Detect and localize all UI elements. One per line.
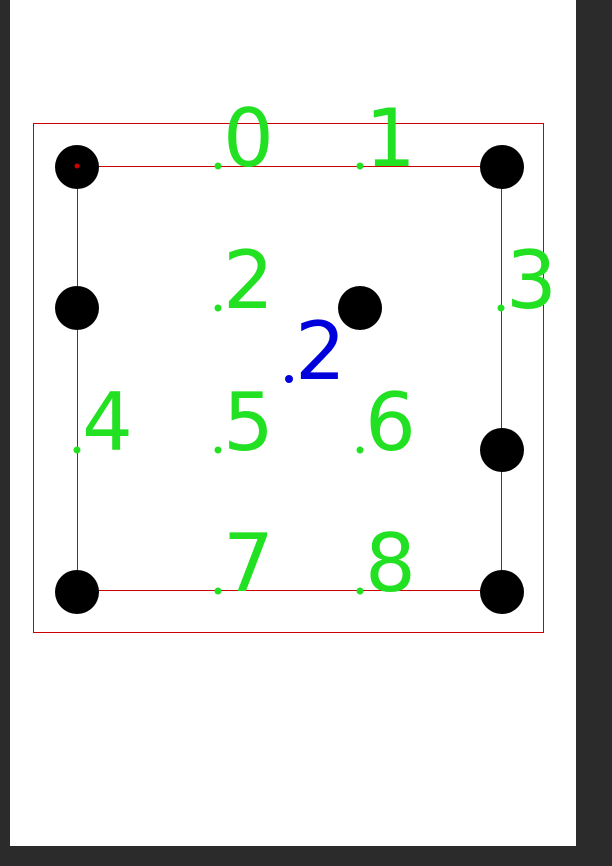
grid-label-2: 2 xyxy=(223,234,274,327)
black-dot-bottom-left xyxy=(55,570,99,614)
black-dot-mid-left xyxy=(55,286,99,330)
black-dot-center xyxy=(338,286,382,330)
green-point-4 xyxy=(73,446,81,454)
green-point-2 xyxy=(214,304,222,312)
grid-label-6: 6 xyxy=(365,376,416,469)
blue-point xyxy=(285,375,293,383)
green-point-3 xyxy=(497,304,505,312)
green-point-5 xyxy=(214,446,222,454)
grid-label-0: 0 xyxy=(223,92,274,185)
green-point-8 xyxy=(356,587,364,595)
highlight-label: 2 xyxy=(295,305,346,398)
grid-label-4: 4 xyxy=(82,376,133,469)
grid-label-8: 8 xyxy=(365,517,416,610)
grid-label-7: 7 xyxy=(223,517,274,610)
green-point-1 xyxy=(356,162,364,170)
outer-border xyxy=(33,123,544,633)
black-dot-right-lower xyxy=(480,428,524,472)
black-dot-top-right xyxy=(480,145,524,189)
grid-label-3: 3 xyxy=(506,234,557,327)
green-point-0 xyxy=(214,162,222,170)
grid-diagram: 0 1 2 3 4 5 6 7 8 2 xyxy=(33,92,557,633)
inner-border xyxy=(77,166,502,591)
page-canvas: 0 1 2 3 4 5 6 7 8 2 xyxy=(10,0,576,846)
green-point-6 xyxy=(356,446,364,454)
grid-label-1: 1 xyxy=(365,92,416,185)
black-dot-bottom-right xyxy=(480,570,524,614)
red-point-top-left xyxy=(74,163,80,169)
green-point-7 xyxy=(214,587,222,595)
grid-label-5: 5 xyxy=(223,376,274,469)
